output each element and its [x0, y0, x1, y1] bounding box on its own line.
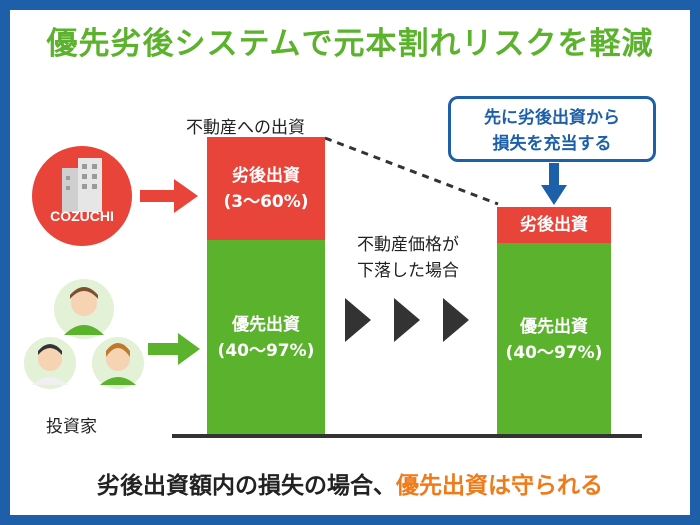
arrow-right-icon [148, 333, 200, 365]
logo-text: COZUCHI [50, 208, 114, 224]
subordinate-block-after: 劣後出資 [497, 207, 611, 243]
arrow-right-icon [140, 179, 198, 213]
page-title: 優先劣後システムで元本割れリスクを軽減 [46, 26, 654, 62]
subordinate-block-before: 劣後出資 (3〜60%) [207, 137, 325, 240]
footer-text: 劣後出資額内の損失の場合、優先出資は守られる [0, 466, 700, 500]
callout-line1: 先に劣後出資から [484, 108, 620, 128]
building-icon [62, 158, 102, 212]
priority-block-after: 優先出資 (40〜97%) [497, 243, 611, 436]
triple-arrow-icon [345, 298, 469, 342]
subordinate-after-label: 劣後出資 [520, 215, 588, 235]
price-drop-text: 不動産価格が 下落した場合 [345, 232, 471, 284]
left-column-header: 不動産への出資 [186, 118, 305, 138]
price-drop-line1: 不動産価格が [357, 235, 459, 255]
baseline [172, 434, 642, 438]
footer-part1: 劣後出資額内の損失の場合、 [97, 473, 396, 499]
arrow-down-icon [541, 163, 567, 205]
investors-label: 投資家 [46, 417, 97, 437]
priority-label: 優先出資 [232, 315, 300, 335]
price-drop-line2: 下落した場合 [357, 261, 459, 281]
callout-line2: 損失を充当する [492, 134, 612, 154]
subordinate-range: (3〜60%) [223, 191, 309, 212]
footer-part2: 優先出資は守られる [396, 473, 603, 499]
dashed-drop-line [325, 136, 499, 206]
callout-box: 先に劣後出資から 損失を充当する [448, 96, 656, 162]
priority-after-label: 優先出資 [520, 316, 588, 337]
subordinate-label: 劣後出資 [232, 165, 300, 186]
cozuchi-logo: COZUCHI [32, 146, 132, 246]
priority-range: (40〜97%) [217, 341, 315, 361]
priority-block-before: 優先出資 (40〜97%) [207, 240, 325, 436]
people-icon [24, 279, 144, 389]
priority-after-range: (40〜97%) [505, 342, 603, 363]
